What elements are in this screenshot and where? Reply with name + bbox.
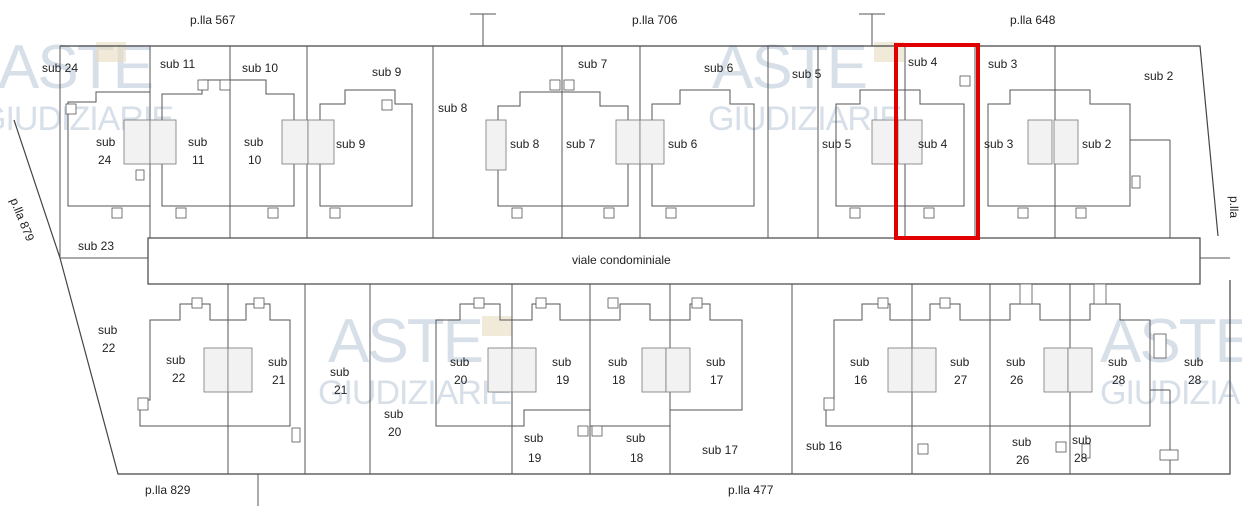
unit-label: 10	[248, 153, 262, 167]
watermark-sub: GIUDIZIARIE	[708, 100, 901, 138]
unit-label: sub 2	[1082, 137, 1112, 151]
parcel-bottom-mid: p.lla 477	[728, 483, 774, 497]
top-units	[65, 46, 1171, 238]
parcel-bottom-left: p.lla 829	[145, 483, 191, 497]
highlight-box	[894, 43, 980, 240]
unit-label: 18	[612, 373, 626, 387]
unit-label: sub 8	[510, 137, 540, 151]
site-outline	[13, 13, 1231, 506]
watermark-brand: ASTE	[712, 33, 866, 102]
bottom-units	[137, 283, 1179, 474]
parcel-right: p.lla	[1227, 196, 1241, 218]
unit-label: 19	[528, 451, 542, 465]
unit-label: 22	[102, 341, 116, 355]
parcel-top-right: p.lla 648	[1010, 13, 1056, 27]
watermark-sub: GIUDIZIARIE	[318, 374, 511, 412]
unit-label: 16	[854, 373, 868, 387]
street-label: viale condominiale	[572, 253, 671, 267]
unit-label: sub 7	[566, 137, 596, 151]
parcel-labels: p.lla 567 p.lla 706 p.lla 648 p.lla 879 …	[7, 13, 1241, 497]
parcel-top-left: p.lla 567	[190, 13, 236, 27]
unit-label: sub 9	[336, 137, 366, 151]
watermark-sub: GIUDIZIARIE	[1100, 374, 1242, 412]
watermark-brand: ASTE	[0, 33, 152, 102]
unit-label: sub 17	[702, 443, 738, 457]
unit-label: sub	[244, 135, 264, 149]
unit-label: sub 8	[438, 101, 468, 115]
unit-label: 11	[192, 153, 205, 167]
unit-label: 24	[98, 153, 112, 167]
unit-label: sub	[96, 135, 116, 149]
unit-label: sub 23	[78, 239, 114, 253]
unit-label: sub	[626, 431, 646, 445]
unit-label: sub	[450, 355, 470, 369]
unit-label: sub	[384, 407, 404, 421]
unit-label: sub	[524, 431, 544, 445]
street	[60, 237, 1230, 285]
unit-label: sub	[1072, 433, 1092, 447]
unit-labels: sub 24 sub 11 sub 10 sub 9 sub 8 sub 7 s…	[42, 55, 1204, 467]
unit-label: 26	[1016, 453, 1030, 467]
unit-label: sub 2	[1144, 69, 1174, 83]
unit-label: sub 3	[988, 57, 1018, 71]
watermark-brand: ASTE	[328, 307, 482, 376]
unit-label: 19	[556, 373, 570, 387]
unit-label: 28	[1074, 451, 1088, 465]
unit-label: sub	[98, 323, 118, 337]
unit-label: sub	[330, 365, 350, 379]
unit-label: sub	[850, 355, 870, 369]
unit-label: sub 16	[806, 439, 842, 453]
unit-label: sub 7	[578, 57, 608, 71]
unit-label: sub 10	[242, 61, 278, 75]
unit-label: sub 3	[984, 137, 1014, 151]
unit-label: sub 9	[372, 65, 402, 79]
watermark-brand: ASTE	[1100, 307, 1242, 376]
unit-label: 26	[1010, 373, 1024, 387]
unit-label: sub	[1012, 435, 1032, 449]
unit-label: sub 24	[42, 61, 78, 75]
unit-label: sub 5	[792, 67, 822, 81]
unit-label: sub	[1184, 355, 1204, 369]
unit-label: 28	[1112, 373, 1126, 387]
parcel-left: p.lla 879	[7, 196, 37, 244]
unit-label: sub 6	[704, 61, 734, 75]
unit-label: sub	[268, 355, 288, 369]
unit-label: sub	[166, 353, 186, 367]
unit-label: 21	[334, 383, 348, 397]
parcel-top-mid: p.lla 706	[632, 13, 678, 27]
unit-label: sub 5	[822, 137, 852, 151]
unit-label: 28	[1188, 373, 1202, 387]
unit-label: sub	[188, 135, 208, 149]
unit-label: sub	[706, 355, 726, 369]
unit-label: sub	[1108, 355, 1128, 369]
unit-label: sub	[608, 355, 628, 369]
unit-label: 18	[630, 451, 644, 465]
unit-label: sub 4	[918, 137, 948, 151]
unit-label: sub 4	[908, 55, 938, 69]
unit-label: 21	[272, 373, 286, 387]
unit-label: 17	[710, 373, 724, 387]
unit-label: sub 11	[160, 57, 195, 71]
unit-label: sub	[552, 355, 572, 369]
unit-label: sub 6	[668, 137, 698, 151]
unit-label: 20	[454, 373, 468, 387]
unit-label: 20	[388, 425, 402, 439]
unit-label: 22	[172, 371, 186, 385]
watermark: ASTE GIUDIZIARIE ASTE GIUDIZIARIE ASTE G…	[0, 33, 1242, 412]
unit-label: sub	[1006, 355, 1026, 369]
unit-label: 27	[954, 373, 968, 387]
unit-label: sub	[950, 355, 970, 369]
